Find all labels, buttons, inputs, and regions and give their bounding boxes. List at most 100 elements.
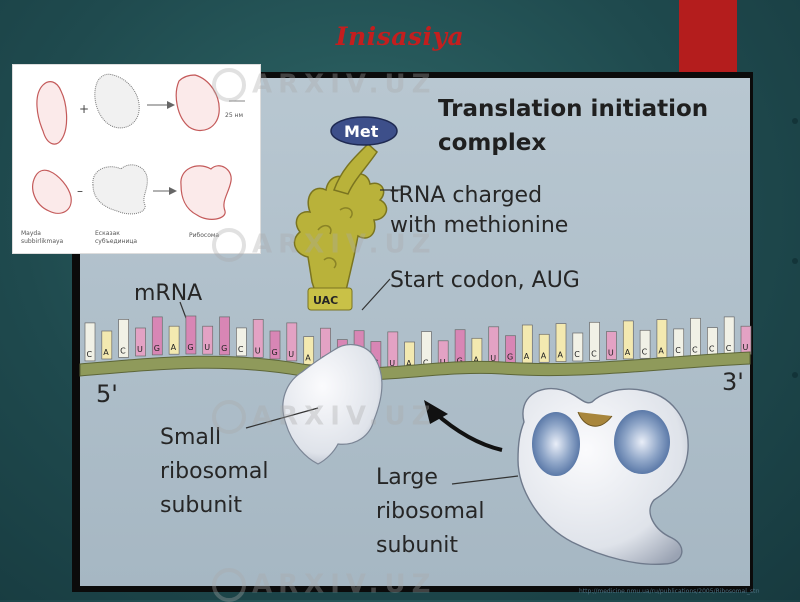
five-prime-label: 5'	[96, 380, 118, 408]
mrna-nucleotide	[202, 325, 214, 355]
mrna-nucleotide-letter: A	[658, 347, 664, 356]
mrna-nucleotide	[135, 327, 146, 357]
red-accent-tab	[679, 0, 737, 72]
large-subunit-cavity-left	[532, 412, 580, 476]
mrna-nucleotide	[572, 332, 584, 362]
inset-plus-top: +	[79, 102, 89, 116]
mrna-nucleotide-letter: A	[103, 348, 109, 357]
large-subunit-line2: ribosomal	[376, 499, 485, 524]
mrna-nucleotide-letter: G	[507, 353, 513, 362]
mrna-nucleotide-letter: A	[625, 348, 631, 357]
mrna-nucleotide-letter: A	[541, 351, 547, 360]
large-subunit-pointer	[451, 475, 519, 485]
trna-molecule	[293, 142, 388, 311]
inset-ribosome-top	[175, 74, 220, 132]
mrna-nucleotide-letter: C	[709, 345, 715, 354]
mrna-nucleotide-letter: G	[187, 343, 193, 352]
methionine-oval	[330, 116, 398, 146]
small-subunit-line3: subunit	[160, 493, 242, 518]
edge-dot	[792, 258, 798, 264]
mrna-nucleotide-letter: U	[490, 354, 496, 363]
mrna-nucleotide	[286, 322, 298, 362]
inset-caption-2b: субъединица	[95, 238, 137, 245]
mrna-nucleotide-letter: A	[558, 351, 564, 360]
edge-dot	[792, 372, 798, 378]
inset-large-subunit-bottom	[92, 164, 148, 215]
inset-plus-bottom: –	[77, 184, 83, 198]
mrna-nucleotide-letter: U	[137, 345, 143, 354]
watermark-logo: ARXIV.UZ	[212, 228, 436, 262]
edge-dot	[792, 118, 798, 124]
watermark-logo: ARXIV.UZ	[212, 568, 436, 602]
inset-caption-1b: subbirlikmaya	[21, 238, 64, 245]
large-subunit-cavity-right	[614, 410, 670, 474]
codon-pointer-line	[361, 278, 391, 311]
small-subunit-line2: ribosomal	[160, 459, 269, 484]
large-subunit-line3: subunit	[376, 533, 458, 558]
mrna-nucleotide	[252, 319, 264, 358]
large-subunit-tunnel	[577, 411, 613, 427]
mrna-nucleotide	[151, 316, 163, 356]
source-link[interactable]: http://medicine.nmu.ua/ru/publications/2…	[579, 588, 759, 595]
mrna-nucleotide	[589, 321, 600, 361]
assembly-arrowhead	[424, 400, 448, 424]
inset-small-subunit-bottom	[32, 169, 72, 214]
small-subunit-pointer	[245, 407, 319, 429]
mrna-nucleotide-letter: G	[154, 344, 160, 353]
mrna-nucleotide	[622, 320, 634, 360]
large-subunit-line1: Large	[376, 465, 438, 490]
mrna-nucleotide-letter: A	[171, 343, 177, 352]
mrna-nucleotide-letter: C	[675, 346, 681, 355]
mrna-label: mRNA	[134, 281, 202, 306]
start-codon-label: Start codon, AUG	[390, 268, 580, 293]
mrna-nucleotide	[219, 316, 230, 356]
anticodon-label: UAC	[313, 294, 338, 307]
inset-small-subunit-top	[36, 81, 68, 145]
mrna-nucleotide-letter: A	[473, 355, 479, 364]
mrna-nucleotide	[84, 322, 96, 362]
small-subunit-line1: Small	[160, 425, 221, 450]
mrna-nucleotide	[118, 319, 129, 358]
inset-drawing: + 25 нм – Mayda subbirlikmaya Есказак су…	[21, 73, 245, 245]
mrna-nucleotide	[538, 333, 550, 363]
mrna-nucleotide-letter: U	[389, 359, 395, 368]
mrna-nucleotide-letter: G	[221, 344, 227, 353]
figure-heading-line1: Translation initiation	[438, 96, 708, 122]
three-prime-label: 3'	[722, 368, 744, 396]
mrna-nucleotide-letter: U	[288, 350, 294, 359]
mrna-nucleotide-letter: C	[423, 359, 429, 368]
met-label: Met	[344, 122, 379, 141]
mrna-nucleotide	[639, 329, 651, 359]
inset-large-subunit-top	[94, 73, 140, 129]
mrna-nucleotide-letter: A	[406, 359, 412, 368]
mrna-nucleotide-letter: C	[726, 344, 732, 353]
mrna-nucleotide	[269, 330, 281, 360]
mrna-nucleotide-letter: C	[692, 345, 698, 354]
mrna-nucleotide-letter: C	[642, 347, 648, 356]
mrna-nucleotide-letter: C	[591, 349, 597, 358]
trna-label-line2: with methionine	[390, 213, 568, 238]
mrna-nucleotide-letter: G	[272, 348, 278, 357]
small-ribosomal-subunit-shape	[282, 343, 383, 465]
mrna-nucleotide-letter: C	[574, 350, 580, 359]
inset-caption-2a: Есказак	[95, 230, 120, 237]
mrna-nucleotide	[236, 327, 247, 357]
mrna-nucleotide	[101, 330, 113, 360]
inset-scale-label: 25 нм	[225, 112, 243, 119]
slide-title: Inisasiya	[335, 22, 465, 51]
mrna-nucleotide-letter: C	[87, 350, 93, 359]
mrna-nucleotide-letter: C	[120, 346, 126, 355]
mrna-nucleotide-letter: C	[238, 345, 244, 354]
watermark-logo: ARXIV.UZ	[212, 68, 436, 102]
mrna-nucleotide-letter: G	[457, 357, 463, 366]
inset-ribosome-bottom	[180, 165, 232, 220]
mrna-nucleotide	[185, 315, 197, 355]
mrna-nucleotide-letter: U	[440, 358, 446, 367]
mrna-nucleotide	[168, 325, 180, 355]
ribosome-subunits-inset: + 25 нм – Mayda subbirlikmaya Есказак су…	[12, 64, 261, 254]
trna-label-line1: tRNA charged	[390, 183, 542, 208]
mrna-nucleotide-letter: A	[524, 352, 530, 361]
mrna-nucleotide-letter: A	[305, 354, 311, 363]
inset-caption-1a: Mayda	[21, 230, 41, 237]
mrna-nucleotide-letter: U	[255, 346, 261, 355]
